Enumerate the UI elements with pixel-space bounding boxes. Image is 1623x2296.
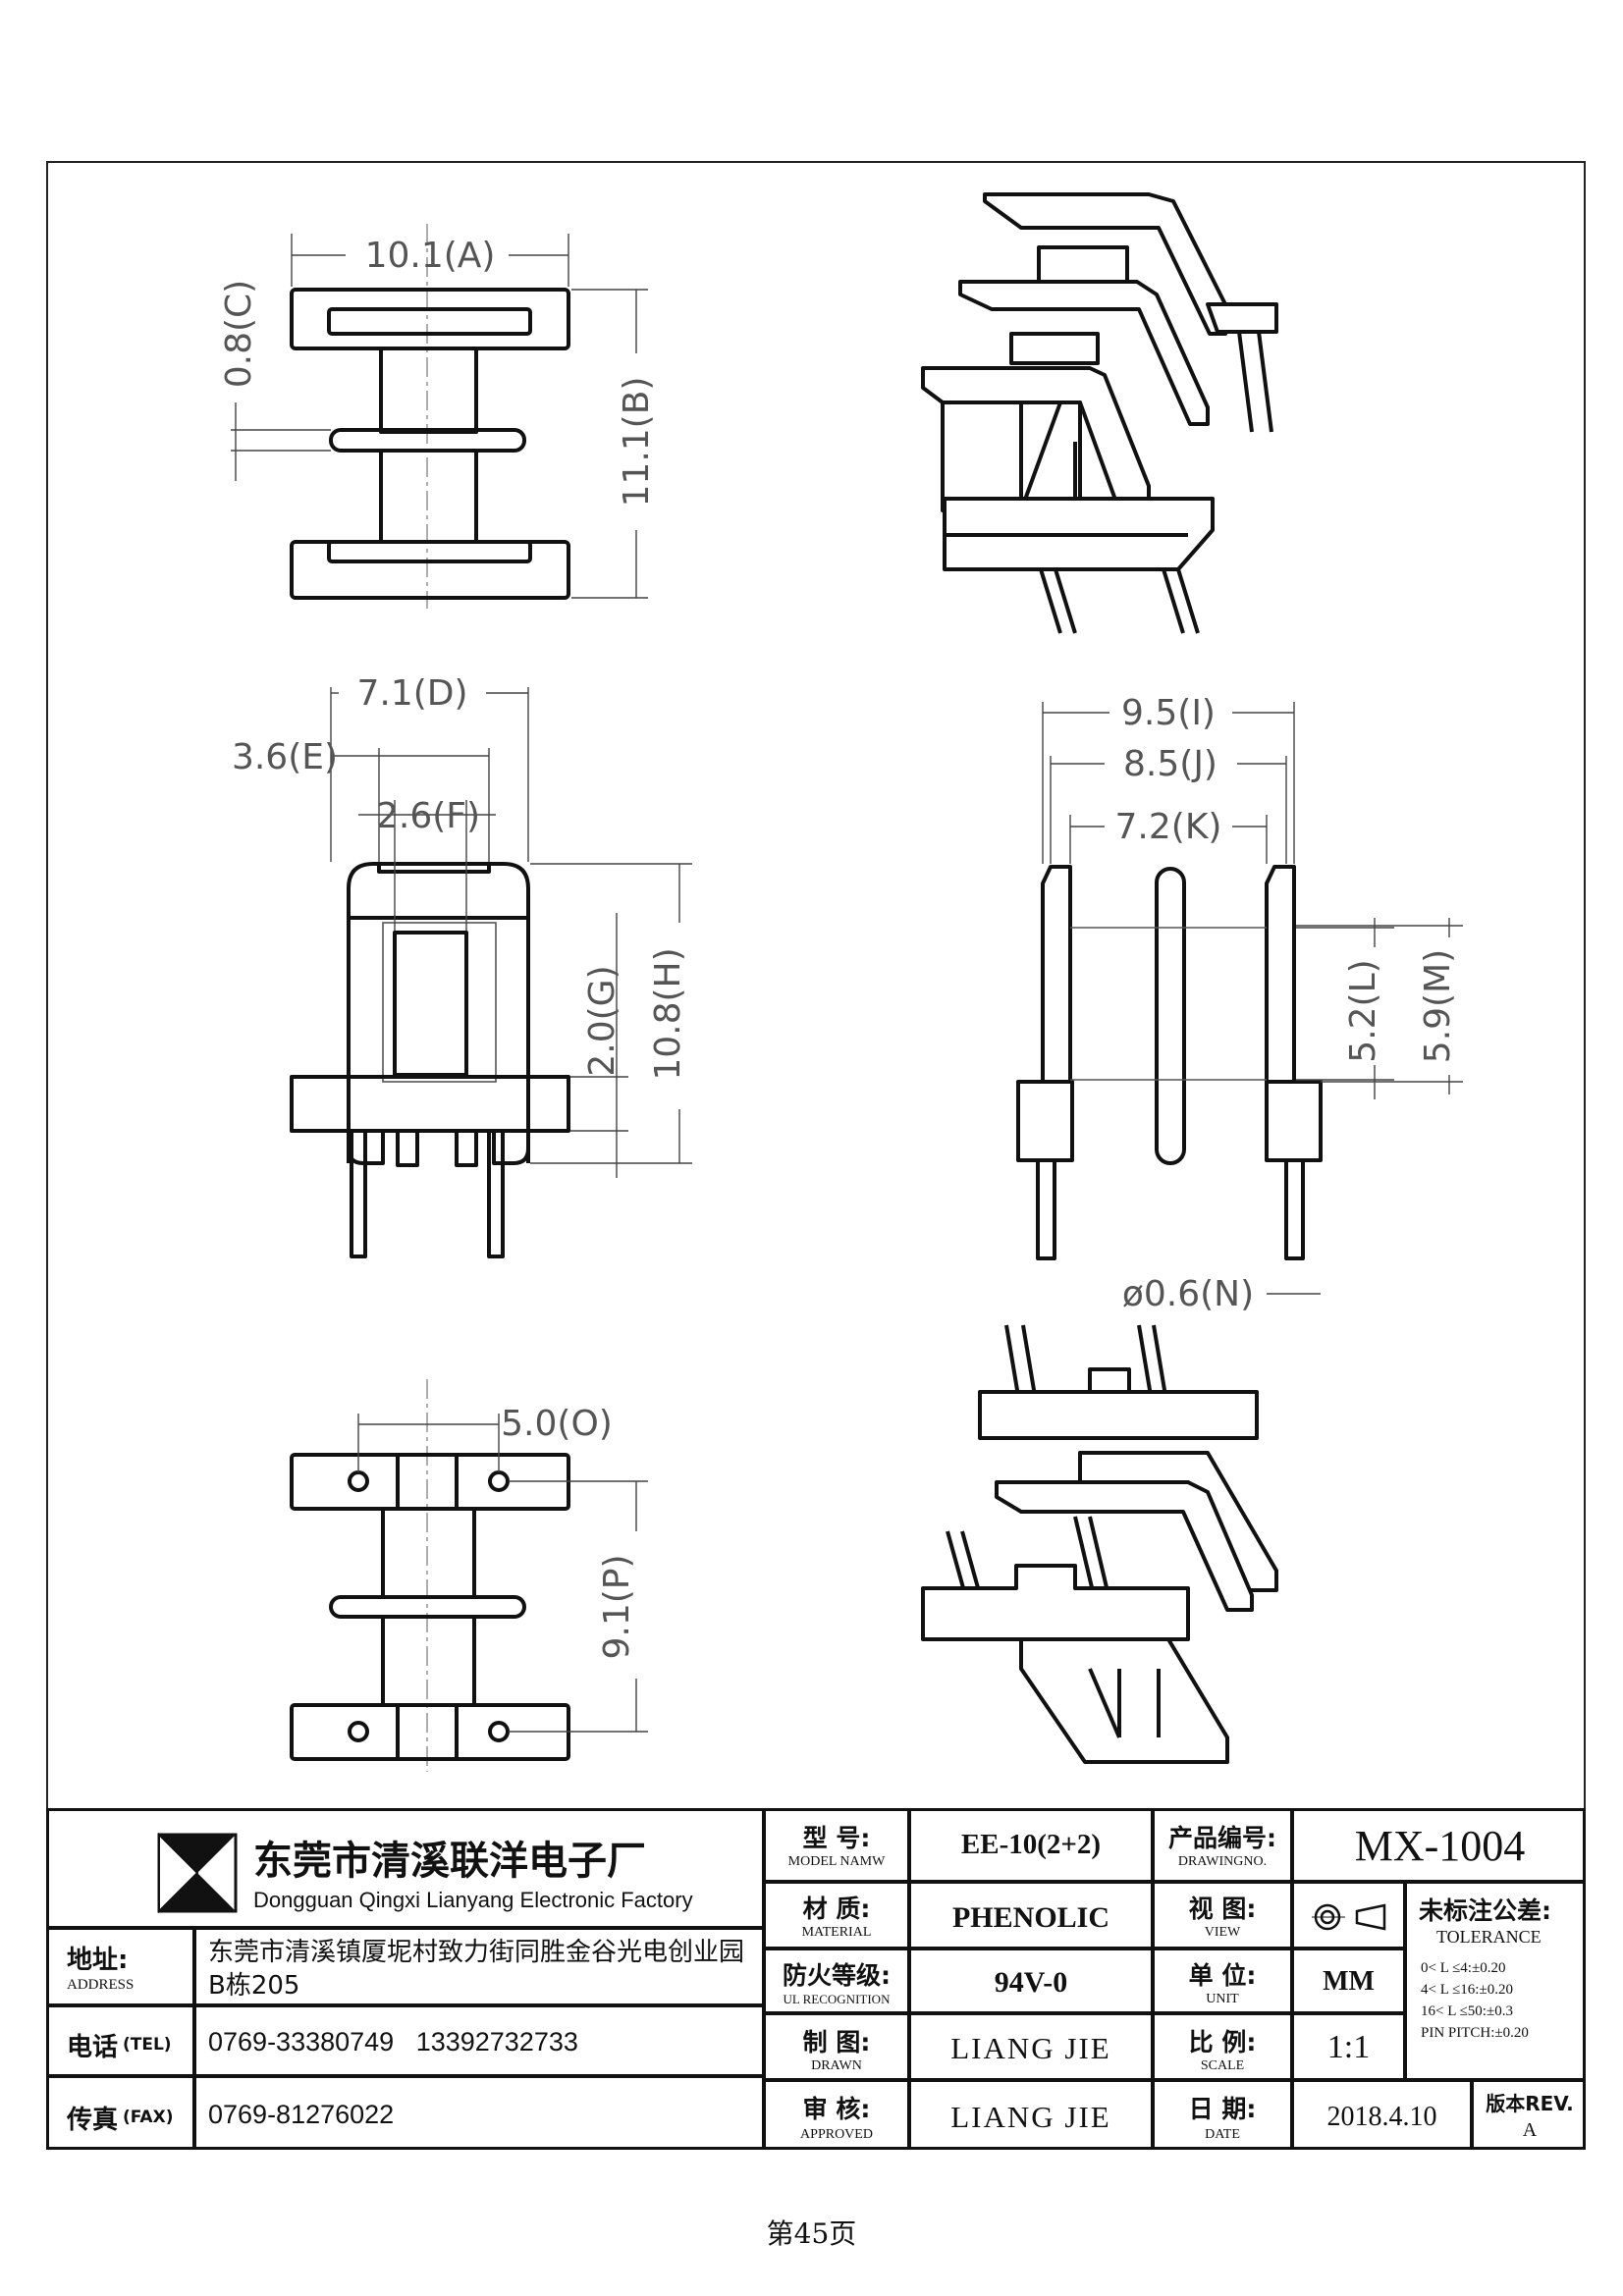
dim-C: 0.8(C): [219, 280, 259, 388]
dim-P: 9.1(P): [597, 1554, 637, 1659]
material-label: 材 质: MATERIAL: [764, 1882, 909, 1949]
company-name-zh: 东莞市清溪联洋电子厂: [253, 1839, 646, 1884]
view-label: 视 图: VIEW: [1153, 1882, 1292, 1949]
tolerance-line: PIN PITCH:±0.20: [1421, 2025, 1529, 2041]
isometric-view-bottom: [921, 1324, 1278, 1764]
address-label: 地址: ADDRESS: [49, 1928, 194, 2005]
dim-L: 5.2(L): [1343, 959, 1383, 1062]
dim-F: 2.6(F): [376, 796, 480, 836]
drawingno-value: MX-1004: [1292, 1811, 1586, 1882]
front-view-top: 10.1(A) 11.1(B) 0.8(C): [219, 224, 657, 609]
dim-N: ø0.6(N): [1122, 1274, 1254, 1314]
unit-value: MM: [1292, 1949, 1405, 2013]
unit-label: 单 位: UNIT: [1153, 1949, 1292, 2013]
isometric-view-top: [921, 192, 1278, 634]
side-view: 7.1(D) 3.6(E) 2.6(F) 2.0(G) 10.8(H): [232, 673, 692, 1258]
technical-drawing: 10.1(A) 11.1(B) 0.8(C) 7.1(D) 3.6(E): [219, 192, 1463, 1772]
tolerance-line: 0< L ≤4:±0.20: [1421, 1960, 1506, 1976]
dim-K: 7.2(K): [1115, 807, 1222, 847]
dim-B: 11.1(B): [617, 377, 657, 507]
company-logo-icon: [157, 1833, 238, 1913]
dim-D: 7.1(D): [356, 673, 467, 714]
tel-value: 0769-33380749 13392732733: [194, 2005, 764, 2076]
tel-label: 电话 (TEL): [49, 2005, 194, 2076]
date-value: 2018.4.10: [1292, 2080, 1472, 2150]
pin-hole: [488, 1470, 510, 1492]
drawn-label: 制 图: DRAWN: [764, 2013, 909, 2080]
model-value: EE-10(2+2): [909, 1811, 1153, 1882]
revision-cell: 版本REV. A: [1472, 2080, 1586, 2150]
scale-value: 1:1: [1292, 2013, 1405, 2080]
drawingno-label: 产品编号: DRAWINGNO.: [1153, 1811, 1292, 1882]
date-label: 日 期: DATE: [1153, 2080, 1292, 2150]
fax-value: 0769-81276022: [194, 2076, 764, 2150]
model-label: 型 号: MODEL NAMW: [764, 1811, 909, 1882]
tolerance-line: 4< L ≤16:±0.20: [1421, 1982, 1513, 1998]
approved-value: LIANG JIE: [909, 2080, 1153, 2150]
page-number: 第45页: [766, 2217, 857, 2250]
dim-O: 5.0(O): [501, 1404, 613, 1444]
dim-A: 10.1(A): [365, 236, 496, 276]
title-block: 东莞市清溪联洋电子厂 Dongguan Qingxi Lianyang Elec…: [46, 1808, 1586, 2150]
dim-I: 9.5(I): [1121, 693, 1216, 733]
approved-label: 审 核: APPROVED: [764, 2080, 909, 2150]
scale-label: 比 例: SCALE: [1153, 2013, 1292, 2080]
third-angle-projection-icon: [1312, 1903, 1386, 1931]
pin-hole: [348, 1470, 369, 1492]
dim-E: 3.6(E): [232, 737, 338, 777]
dim-J: 8.5(J): [1123, 744, 1217, 784]
dim-M: 5.9(M): [1418, 949, 1458, 1063]
view-symbol: [1292, 1882, 1405, 1949]
ul-label: 防火等级: UL RECOGNITION: [764, 1949, 909, 2013]
dim-H: 10.8(H): [648, 947, 688, 1080]
end-view: 9.5(I) 8.5(J) 7.2(K) 5.2(L) 5.9(M) ø0.6(…: [1016, 693, 1463, 1314]
material-value: PHENOLIC: [909, 1882, 1153, 1949]
company-name-en: Dongguan Qingxi Lianyang Electronic Fact…: [253, 1888, 693, 1912]
bottom-view: 5.0(O) 9.1(P): [290, 1379, 648, 1772]
drawn-value: LIANG JIE: [909, 2013, 1153, 2080]
tolerance-box: 未标注公差: TOLERANCE 0< L ≤4:±0.20 4< L ≤16:…: [1405, 1882, 1586, 2080]
ul-value: 94V-0: [909, 1949, 1153, 2013]
address-value: 东莞市清溪镇厦坭村致力街同胜金谷光电创业园B栋205: [194, 1928, 764, 2005]
tolerance-line: 16< L ≤50:±0.3: [1421, 2003, 1513, 2019]
fax-label: 传真 (FAX): [49, 2076, 194, 2150]
pin-hole: [348, 1721, 369, 1742]
company-header: 东莞市清溪联洋电子厂 Dongguan Qingxi Lianyang Elec…: [49, 1811, 764, 1928]
pin-hole: [488, 1721, 510, 1742]
dim-G: 2.0(G): [582, 965, 622, 1076]
